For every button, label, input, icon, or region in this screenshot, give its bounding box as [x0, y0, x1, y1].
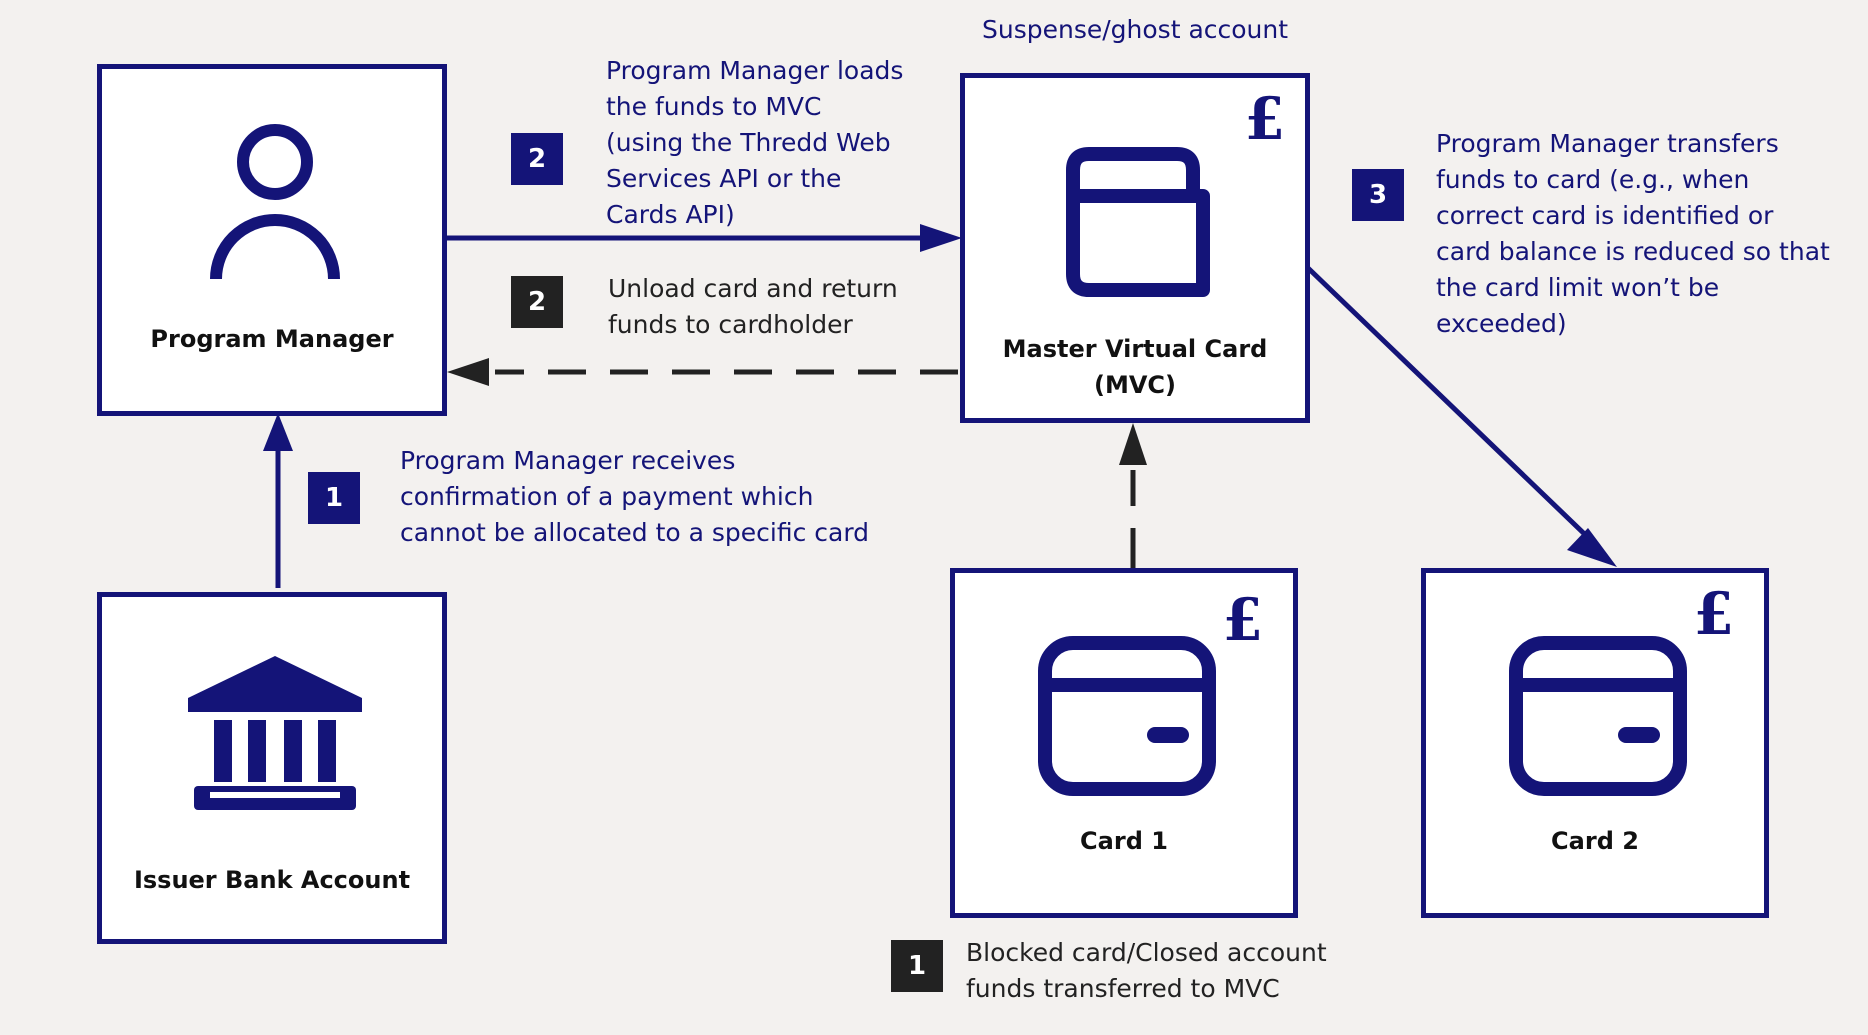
person-icon — [210, 124, 340, 280]
arrow-head-mvc-to-program-manager — [447, 358, 489, 386]
program-manager-box: Program Manager — [97, 64, 447, 416]
issuer-bank-box: Issuer Bank Account — [97, 592, 447, 944]
card1-label: Card 1 — [1080, 827, 1168, 855]
step-note: Program Manager loads the funds to MVC (… — [606, 56, 904, 229]
mvc-label-line2: (MVC) — [1093, 371, 1176, 399]
bank-icon — [188, 656, 362, 810]
arrow-head-mvc-to-card2 — [1567, 528, 1617, 567]
step-badge: 1 — [891, 940, 943, 992]
mvc-box: £ Master Virtual Card (MVC) — [960, 73, 1310, 423]
arrow-head-program-manager-to-mvc — [920, 224, 962, 252]
arrow-mvc-to-card2 — [1306, 266, 1600, 549]
step-badge: 2 — [511, 133, 563, 185]
card1-box: £ Card 1 — [950, 568, 1298, 918]
suspense-account-label: Suspense/ghost account — [982, 15, 1289, 44]
step-note: Program Manager transfers funds to card … — [1436, 129, 1830, 338]
step-badge: 3 — [1352, 169, 1404, 221]
arrow-head-bank-to-program-manager — [263, 413, 293, 451]
step-note: Unload card and return funds to cardhold… — [608, 274, 898, 339]
card2-label: Card 2 — [1551, 827, 1639, 855]
issuer-bank-label: Issuer Bank Account — [133, 866, 411, 894]
card2-currency-icon: £ — [1693, 580, 1734, 648]
wallet-icon — [1066, 147, 1210, 297]
mvc-currency-icon: £ — [1244, 85, 1285, 153]
credit-card-icon — [1509, 636, 1687, 796]
card1-currency-icon: £ — [1222, 586, 1263, 654]
card2-box: £ Card 2 — [1421, 568, 1769, 918]
step-note: Program Manager receives confirmation of… — [400, 446, 870, 547]
step-note: Blocked card/Closed account funds transf… — [966, 938, 1327, 1003]
step-badge: 1 — [308, 472, 360, 524]
step-badge: 2 — [511, 276, 563, 328]
arrow-head-card1-to-mvc — [1119, 423, 1147, 465]
mvc-label-line1: Master Virtual Card — [1002, 335, 1268, 363]
program-manager-label: Program Manager — [150, 325, 394, 353]
credit-card-icon — [1038, 636, 1216, 796]
